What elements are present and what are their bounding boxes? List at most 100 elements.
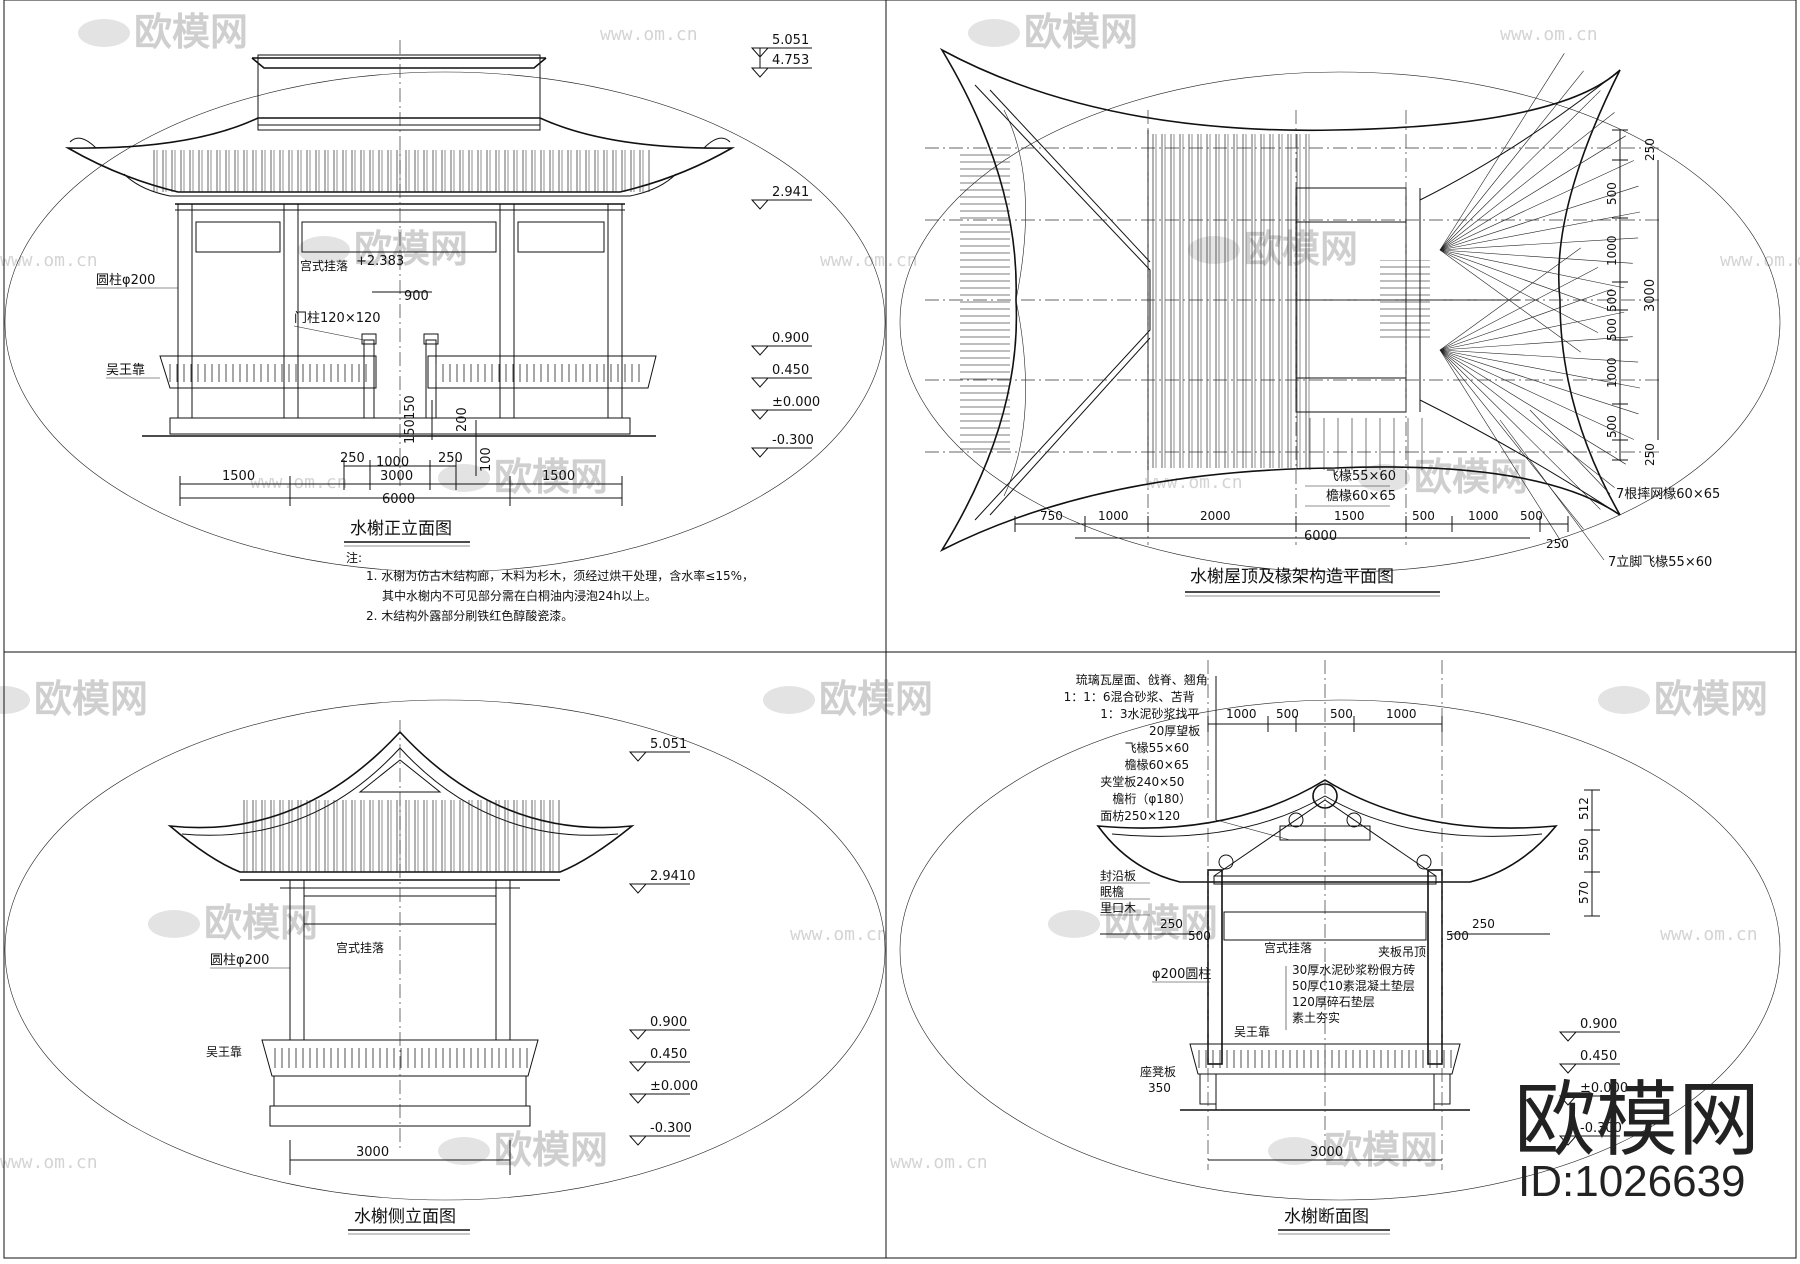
roof-right-dim-7: 250 <box>1643 443 1657 466</box>
fan-rafter <box>1439 349 1615 488</box>
fan-rafter <box>1439 349 1601 510</box>
roof-bottom-dim-3: 1500 <box>1334 509 1365 523</box>
section-floor-layer-1: 50厚C10素混凝土垫层 <box>1292 978 1415 993</box>
roof-r7b-label: 7立脚飞椽55×60 <box>1608 554 1712 570</box>
fan-rafter <box>1439 135 1626 251</box>
side-elevation-4: ±0.000 <box>650 1079 698 1094</box>
roof-bottom-dim-6: 500 <box>1520 509 1543 523</box>
front-col-label: 圆柱φ200 <box>96 273 155 288</box>
side-bench-label: 吴王靠 <box>206 1045 242 1059</box>
roof-right-dim-5: 1000 <box>1605 357 1619 388</box>
fan-rafter <box>1439 112 1615 251</box>
front-dim-3000: 3000 <box>380 469 413 484</box>
fan-rafter <box>1439 211 1641 251</box>
watermark-logo-icon <box>148 910 200 938</box>
watermark-brand: 欧模网 <box>204 901 318 945</box>
section-elevation-2: ±0.000 <box>1580 1081 1628 1096</box>
elevation-marker-icon <box>628 1061 648 1072</box>
side-elevation-1: 2.9410 <box>650 869 696 884</box>
front-notes-head: 注: <box>346 550 362 565</box>
watermark-url: www.om.cn <box>600 24 698 45</box>
watermark-brand: 欧模网 <box>134 10 248 54</box>
front-note-1b: 其中水榭内不可见部分需在白桐油内浸泡24h以上。 <box>382 588 657 603</box>
section-layer-3: 20厚望板 <box>1149 724 1200 738</box>
front-dim-250a: 250 <box>340 451 365 466</box>
section-right-dim-1: 550 <box>1577 838 1591 861</box>
section-floor-layer-0: 30厚水泥砂浆粉假方砖 <box>1292 962 1415 977</box>
section-floor-layer-2: 120厚碎石垫层 <box>1292 994 1375 1009</box>
roof-right-dim-3: 500 <box>1605 289 1619 312</box>
section-layer-4: 飞椽55×60 <box>1125 741 1190 755</box>
fan-rafter <box>1439 237 1639 251</box>
site-stamp: 欧模网 ID:1026639 <box>1514 1075 1760 1206</box>
front-elevation-6: -0.300 <box>772 433 814 448</box>
fan-rafter <box>1439 249 1633 264</box>
watermark-logo-icon <box>438 1137 490 1165</box>
hip-line <box>1419 399 1621 516</box>
front-elevation-0: 5.051 <box>772 33 809 48</box>
roof-right-dim-4: 500 <box>1605 318 1619 341</box>
watermark-url: www.om.cn <box>1720 250 1800 271</box>
layer-leader <box>1215 819 1291 841</box>
roof-bottom-dim-0: 750 <box>1040 509 1063 523</box>
section-floor-layer-3: 素土夯实 <box>1292 1010 1340 1025</box>
sec-dim-r250: 250 <box>1472 917 1495 931</box>
elevation-marker-icon <box>750 345 770 356</box>
sec-dim-l250: 250 <box>1160 917 1183 931</box>
hip-line <box>1419 69 1621 201</box>
watermark-brand: 欧模网 <box>1654 677 1768 721</box>
watermark-url: www.om.cn <box>890 1152 988 1173</box>
watermark-brand: 欧模网 <box>1324 1128 1438 1172</box>
sec-col-label: φ200圆柱 <box>1152 967 1211 982</box>
fan-rafter <box>1439 247 1581 351</box>
elevation-marker-icon <box>628 751 648 762</box>
fan-rafter <box>1439 349 1639 363</box>
fan-rafter <box>1439 249 1599 333</box>
sec-dim-r500: 500 <box>1446 929 1469 943</box>
elevation-marker-icon <box>1558 1063 1578 1074</box>
section-layer-8: 面枋250×120 <box>1100 808 1180 823</box>
side-elevation-3: 0.450 <box>650 1047 687 1062</box>
watermark-logo-icon <box>298 236 350 264</box>
front-elevation-2: 2.941 <box>772 185 809 200</box>
front-dim-1500b: 1500 <box>542 469 575 484</box>
watermark-logo-icon <box>1268 1137 1320 1165</box>
watermark-logo-icon <box>78 19 130 47</box>
front-elevation-1: 4.753 <box>772 53 809 68</box>
fan-rafter <box>1439 249 1625 289</box>
fan-rafter <box>1439 90 1601 251</box>
section-right-dim-2: 570 <box>1577 881 1591 904</box>
watermark-brand: 欧模网 <box>34 677 148 721</box>
fan-rafter <box>1439 249 1581 353</box>
watermark-url: www.om.cn <box>0 1152 98 1173</box>
section-layer-2: 1：3水泥砂浆找平 <box>1100 706 1199 721</box>
fan-rafter <box>1439 249 1613 312</box>
section-drawing: 琉璃瓦屋面、戗脊、翘角1：1：6混合砂浆、苫背1：3水泥砂浆找平20厚望板飞椽5… <box>1064 660 1628 1235</box>
roof-bottom-dim-1: 1000 <box>1098 509 1129 523</box>
watermark-brand: 欧模网 <box>819 677 933 721</box>
front-dim-v-150b: 150 <box>403 395 418 420</box>
fan-rafter <box>1439 349 1634 440</box>
front-dim-v-150a: 150 <box>403 419 418 444</box>
side-col-label: 圆柱φ200 <box>210 953 269 968</box>
front-elevation-4: 0.450 <box>772 363 809 378</box>
roof-bottom-dim-5: 1000 <box>1468 509 1499 523</box>
front-elevation-3: 0.900 <box>772 331 809 346</box>
front-elevation-5: ±0.000 <box>772 395 820 410</box>
front-dim-v-100: 100 <box>479 447 494 472</box>
watermark-logo-icon <box>1048 910 1100 938</box>
front-dim-total: 6000 <box>382 492 415 507</box>
elevation-marker-icon <box>628 1135 648 1146</box>
elevation-marker-icon <box>750 409 770 420</box>
front-dim-v-200: 200 <box>455 407 470 432</box>
fan-rafter <box>1439 349 1565 547</box>
watermark-url: www.om.cn <box>1500 24 1598 45</box>
elevation-marker-icon <box>1558 1031 1578 1042</box>
fan-rafter <box>1439 288 1613 351</box>
watermark-brand: 欧模网 <box>1104 901 1218 945</box>
roof-right-dim-0: 250 <box>1643 138 1657 161</box>
elevation-marker-icon <box>750 447 770 458</box>
roof-right-dim-2: 1000 <box>1605 235 1619 266</box>
sec-clamp-label: 夹板吊顶 <box>1378 945 1426 959</box>
